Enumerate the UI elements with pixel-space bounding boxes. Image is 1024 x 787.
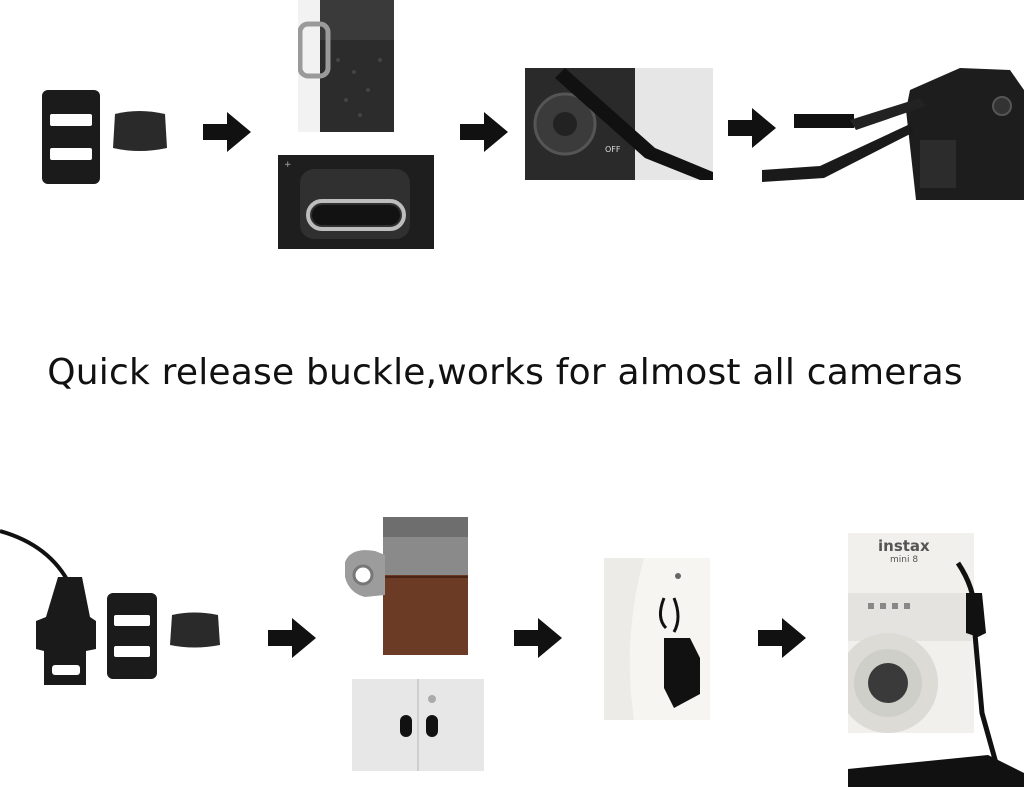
dial-off-label: OFF	[605, 145, 621, 154]
arrow-right-icon	[728, 108, 776, 148]
arrow-right-icon	[460, 112, 508, 152]
instant-camera-side-strap-photo	[604, 558, 710, 720]
svg-text:+: +	[284, 160, 292, 170]
arrow-right-icon	[203, 112, 251, 152]
camera-strap-slot-photo: +	[278, 155, 434, 249]
arrow-right-icon	[514, 618, 562, 658]
strap-adjuster-slider	[42, 90, 100, 184]
camera-strap-lug-photo	[298, 0, 394, 132]
instax-mini-camera-with-strap-photo: instax mini 8	[848, 533, 1024, 787]
rubber-strap-tab	[113, 111, 167, 151]
quick-release-buckle	[0, 529, 96, 685]
camera-lug-leather-photo	[345, 517, 468, 655]
instax-model-label: mini 8	[890, 555, 919, 565]
instax-brand-label: instax	[878, 537, 930, 555]
strap-adjuster-slider	[107, 593, 157, 679]
feature-caption: Quick release buckle,works for almost al…	[47, 352, 963, 393]
arrow-right-icon	[268, 618, 316, 658]
camera-slot-silver-photo	[352, 679, 484, 771]
camera-mode-dial-strap-photo: OFF	[525, 68, 713, 180]
rubber-strap-tab	[170, 612, 220, 648]
dslr-camera-with-strap-photo	[760, 50, 1024, 202]
arrow-right-icon	[758, 618, 806, 658]
